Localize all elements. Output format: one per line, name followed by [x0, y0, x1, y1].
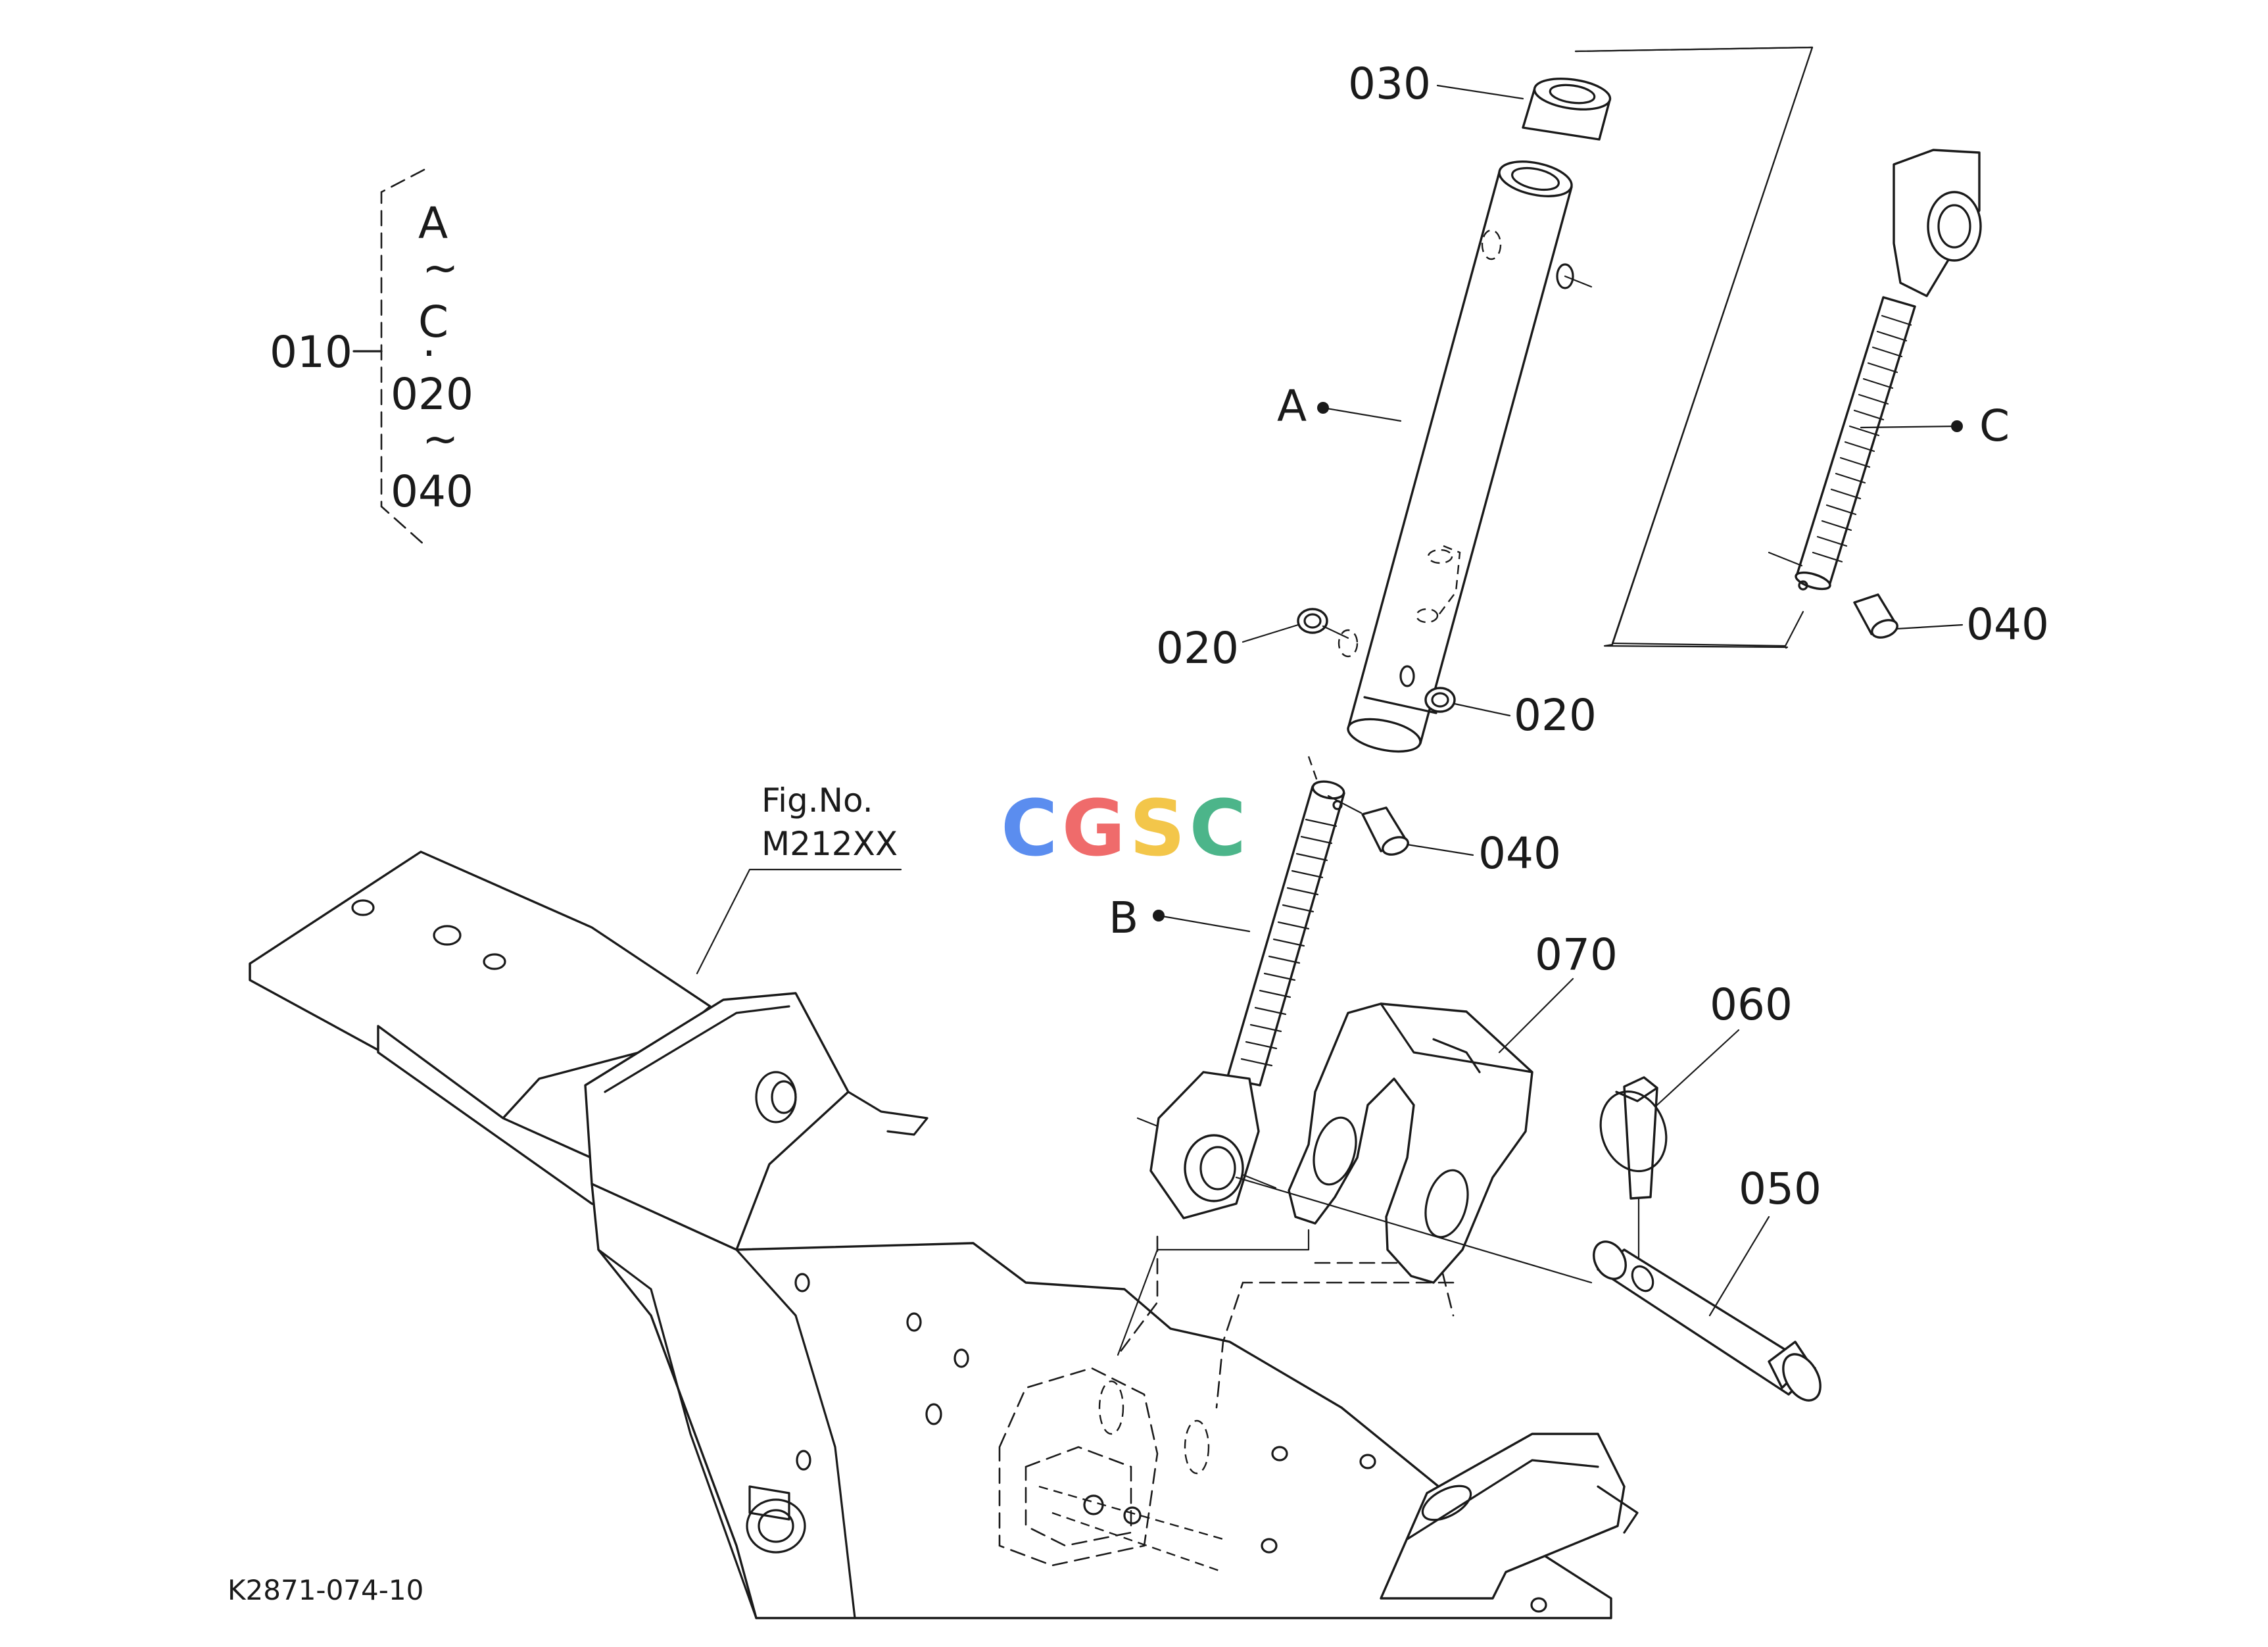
lynch-pin-060 [1599, 1076, 1668, 1264]
callout-letter-a: A [1277, 381, 1307, 431]
svg-text:CGSC: CGSC [1001, 783, 1246, 873]
group-member-040: 040 [391, 466, 473, 517]
callout-040-right: 040 [1966, 599, 2049, 650]
collar-030 [1522, 78, 1612, 141]
figure-code: K2871-074-10 [228, 1574, 423, 1606]
tractor-frame [249, 850, 1639, 1619]
thread-ribs-b [1240, 818, 1338, 1067]
nipple-020-left [1297, 608, 1349, 639]
watermark-logo: CGSC [1001, 783, 1246, 873]
fig-reference: Fig.No. M212XX [696, 781, 902, 975]
pin-050 [1235, 1176, 1822, 1402]
watermark-letter-4: C [1189, 783, 1246, 873]
callout-020-right: 020 [1514, 690, 1597, 741]
tube-a [1338, 160, 1593, 753]
callout-letter-b: B [1109, 893, 1138, 943]
pin-040-right [1853, 593, 1898, 639]
group-member-dot: · [422, 328, 436, 379]
group-member-020: 020 [391, 369, 473, 420]
callout-050: 050 [1739, 1164, 1822, 1214]
callout-020-left: 020 [1156, 623, 1239, 674]
group-member-a: A [418, 198, 448, 249]
callout-040-center: 040 [1478, 828, 1561, 879]
pin-040-center [1327, 795, 1409, 856]
turnbuckle-b [1136, 756, 1345, 1219]
group-member-tilde-1: ~ [422, 243, 458, 293]
assembly-group-010: 010 A ~ C · 020 ~ 040 [270, 168, 473, 546]
group-member-c: C [418, 297, 448, 347]
turnbuckle-c [1768, 149, 1982, 591]
watermark-letter-2: G [1062, 783, 1126, 873]
group-member-tilde-2: ~ [422, 414, 458, 464]
fig-no-label: Fig.No. [761, 781, 873, 820]
group-ref-010: 010 [270, 327, 352, 378]
fig-no-value: M212XX [761, 825, 898, 863]
nipple-020-right [1424, 687, 1456, 713]
thread-ribs-c [1812, 314, 1912, 563]
callout-060: 060 [1710, 979, 1793, 1030]
callout-letter-c: C [1979, 401, 2010, 451]
callouts: 030 A C 020 020 040 040 B 070 060 050 [1109, 59, 2049, 1317]
watermark-letter-1: C [1001, 783, 1058, 873]
watermark-letter-3: S [1129, 783, 1185, 873]
callout-030: 030 [1348, 59, 1431, 109]
callout-070: 070 [1535, 929, 1618, 980]
inset-frame [1574, 46, 1814, 649]
